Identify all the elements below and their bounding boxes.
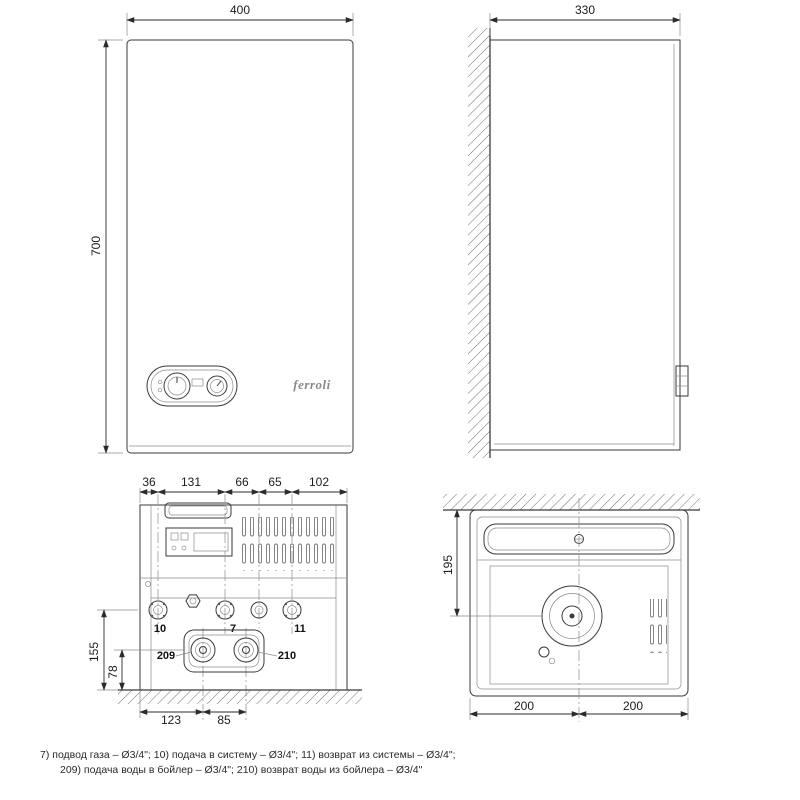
- label-connection-210: 210: [278, 650, 296, 662]
- connection-11: [282, 600, 302, 620]
- louver-grid-plan: [649, 599, 667, 653]
- control-panel: [146, 365, 238, 407]
- dim-front-width: 400: [230, 3, 250, 17]
- dim-200-right: 200: [623, 699, 643, 713]
- side-connection-box: [675, 365, 689, 397]
- wall-hatch-top: [443, 494, 700, 510]
- boiler-side-outline: [489, 39, 681, 451]
- side-view: 330: [468, 3, 689, 458]
- connection-10: [148, 600, 168, 620]
- front-view: 400 700 ferroli: [89, 3, 354, 454]
- bottom-view: 10 7 11 209 210 36 131 66: [87, 475, 362, 727]
- dim-78: 78: [106, 665, 120, 679]
- control-knob-icon: [163, 372, 191, 400]
- dim-195: 195: [441, 555, 455, 575]
- dim-65: 65: [268, 475, 282, 489]
- dim-66: 66: [235, 475, 249, 489]
- label-connection-10: 10: [154, 623, 166, 635]
- louver-grid: [238, 517, 336, 571]
- dim-131: 131: [181, 475, 201, 489]
- caption-line-1: 7) подвод газа – Ø3/4"; 10) подача в сис…: [40, 749, 456, 761]
- caption: 7) подвод газа – Ø3/4"; 10) подача в сис…: [0, 748, 800, 778]
- gauge-icon: [206, 375, 228, 397]
- panel-display: [165, 527, 233, 557]
- pipe-210: [233, 637, 259, 663]
- dim-front-height: 700: [89, 236, 103, 256]
- pipe-209: [190, 637, 216, 663]
- dim-85: 85: [217, 713, 231, 727]
- dim-102: 102: [309, 475, 329, 489]
- label-connection-209: 209: [157, 650, 175, 662]
- dim-155: 155: [87, 642, 101, 662]
- fan-circle: [541, 585, 603, 647]
- boiler-front-outline: [126, 39, 354, 454]
- label-connection-11: 11: [294, 623, 306, 635]
- wall-hatch: [468, 28, 490, 458]
- gas-cock-hex: [185, 594, 201, 608]
- plan-view: 195 200 200: [441, 494, 700, 722]
- label-connection-7: 7: [230, 623, 236, 635]
- dim-36: 36: [142, 475, 156, 489]
- boiler-pipes-bracket: [183, 629, 265, 673]
- brand-logo: ferroli: [293, 377, 330, 392]
- dim-200-left: 200: [514, 699, 534, 713]
- flue-collar: [164, 502, 232, 519]
- caption-line-2: 209) подача воды в бойлер – Ø3/4"; 210) …: [60, 764, 423, 776]
- dim-side-depth: 330: [575, 3, 595, 17]
- dim-123: 123: [161, 713, 181, 727]
- display-window: [191, 378, 204, 387]
- connection-mid: [250, 601, 268, 619]
- connection-7: [215, 600, 235, 620]
- mount-shelf-hatch: [118, 690, 362, 704]
